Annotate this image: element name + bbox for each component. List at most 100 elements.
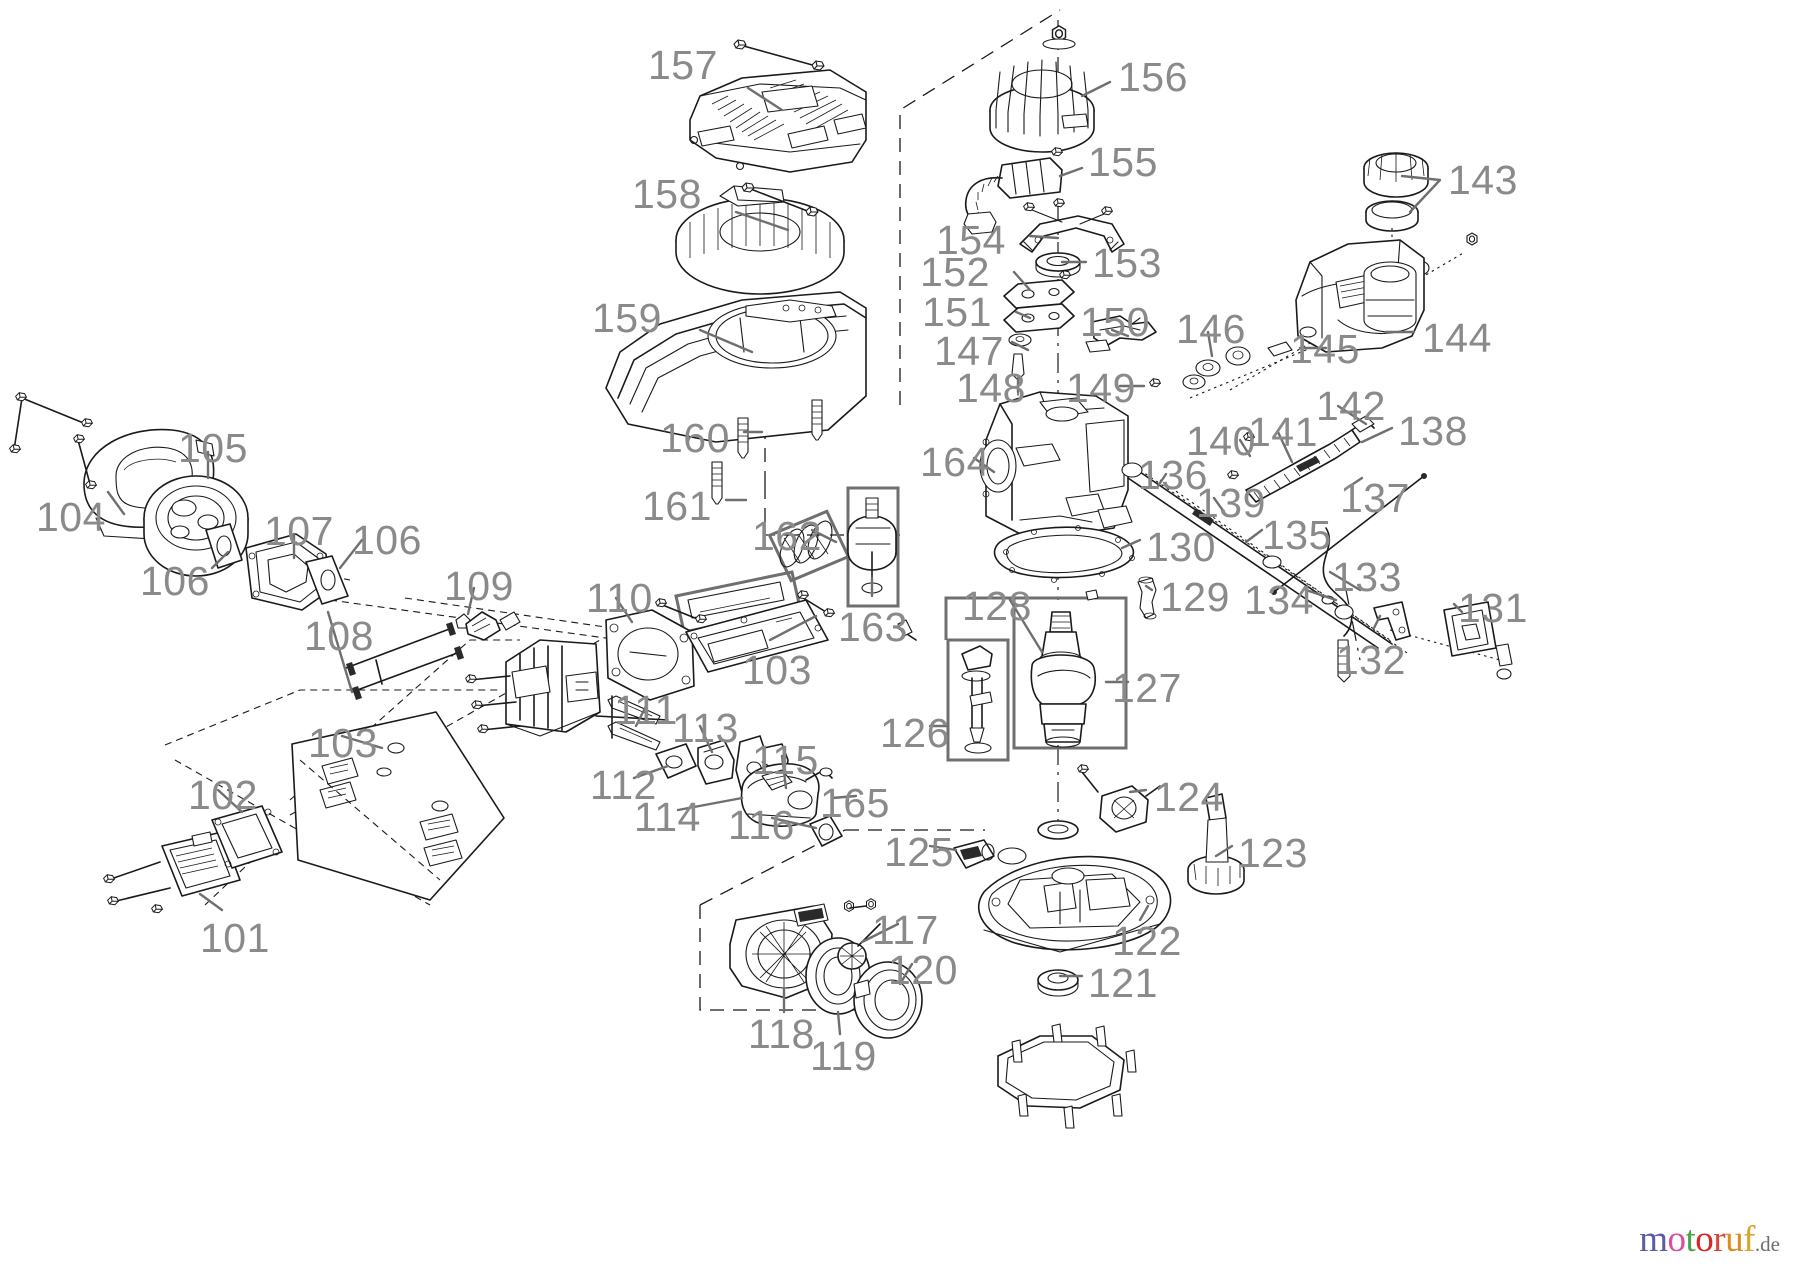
callout-152: 152 — [920, 249, 990, 295]
callout-125: 125 — [884, 829, 954, 875]
part-130-gasket — [993, 525, 1135, 583]
callout-130: 130 — [1146, 524, 1216, 570]
callout-162: 162 — [752, 513, 822, 559]
callout-115: 115 — [752, 737, 819, 783]
part-157-recoil-starter-cover — [689, 39, 867, 173]
callout-121: 121 — [1088, 960, 1158, 1006]
site-watermark: motoruf.de — [1639, 1221, 1780, 1258]
callout-139: 139 — [1196, 480, 1266, 526]
callout-119: 119 — [810, 1033, 877, 1079]
watermark-letter-r: r — [1713, 1219, 1726, 1260]
callout-104: 104 — [36, 494, 106, 540]
part-136-139-throttle-rods — [1121, 462, 1393, 683]
callout-118: 118 — [748, 1011, 815, 1057]
part-150-linkage-bracket — [1085, 315, 1157, 353]
callout-144: 144 — [1422, 315, 1492, 361]
part-154-arch-bracket — [1019, 202, 1125, 253]
callout-106-b: 106 — [140, 558, 210, 604]
callout-122: 122 — [1112, 918, 1182, 964]
part-121-washer — [1037, 969, 1079, 997]
part-155-ignition-coil — [963, 147, 1065, 235]
callout-136: 136 — [1138, 452, 1208, 498]
callout-123: 123 — [1238, 830, 1308, 876]
part-151-gasket — [1003, 303, 1075, 333]
callout-120: 120 — [888, 947, 958, 993]
part-163-piston — [846, 486, 917, 641]
part-160-161-bolts — [711, 399, 823, 505]
watermark-letter-o1: o — [1667, 1219, 1686, 1260]
callout-159: 159 — [592, 295, 662, 341]
part-113-bracket — [697, 739, 735, 785]
callout-131: 131 — [1458, 585, 1528, 631]
callout-135: 135 — [1262, 512, 1332, 558]
part-126-dipstick — [946, 638, 1010, 762]
part-103b-cover-sheet — [655, 590, 835, 673]
callout-107: 107 — [264, 508, 334, 554]
callout-141: 141 — [1248, 409, 1318, 455]
callout-111: 111 — [614, 687, 678, 733]
watermark-letter-t: t — [1685, 1219, 1696, 1260]
watermark-letter-f: f — [1743, 1219, 1755, 1260]
part-143-fuel-cap — [1363, 152, 1429, 290]
callout-133: 133 — [1332, 554, 1402, 600]
callout-164: 164 — [920, 439, 990, 485]
callout-106-a: 106 — [352, 517, 422, 563]
part-103-gasket-set — [291, 711, 505, 901]
callout-127: 127 — [1112, 665, 1182, 711]
callout-103-b: 103 — [308, 720, 378, 766]
callout-146: 146 — [1176, 306, 1246, 352]
callout-132: 132 — [1336, 637, 1406, 683]
callout-155: 155 — [1088, 139, 1158, 185]
callout-147: 147 — [934, 328, 1004, 374]
callout-142: 142 — [1316, 383, 1386, 429]
callout-161: 161 — [642, 483, 712, 529]
callout-137: 137 — [1340, 475, 1410, 521]
watermark-letter-u: u — [1725, 1219, 1744, 1260]
callout-103-a: 103 — [742, 647, 812, 693]
callout-102: 102 — [188, 772, 258, 818]
part-122-oil-sump — [978, 820, 1172, 953]
part-109-spark-plug — [455, 611, 521, 641]
callout-113: 113 — [672, 705, 739, 751]
part-140-141-142-governor — [1227, 415, 1427, 595]
part-110b-head-gasket — [605, 609, 695, 701]
callout-108: 108 — [304, 613, 374, 659]
callout-163: 163 — [838, 604, 908, 650]
part-111-valve-springs — [595, 695, 669, 751]
part-131-bracket — [1443, 601, 1513, 680]
callout-143: 143 — [1448, 157, 1518, 203]
part-144-fuel-tank — [1295, 239, 1425, 353]
callout-145: 145 — [1290, 326, 1360, 372]
part-108-studs — [345, 622, 464, 700]
callout-157: 157 — [648, 42, 718, 88]
callout-leader-lines — [106, 80, 1464, 1036]
callout-150: 150 — [1080, 299, 1150, 345]
callout-128: 128 — [962, 583, 1032, 629]
callout-156: 156 — [1118, 54, 1188, 100]
part-156-flywheel — [989, 25, 1095, 153]
callout-129: 129 — [1160, 574, 1230, 620]
part-159-blower-housing — [605, 291, 867, 443]
part-158-starter-pulley — [675, 182, 845, 295]
part-129-elbow — [1137, 576, 1157, 620]
part-147-148-fasteners — [1008, 333, 1032, 408]
part-127-crankshaft — [1012, 589, 1128, 750]
callout-134: 134 — [1244, 577, 1314, 623]
watermark-letter-m: m — [1639, 1219, 1668, 1260]
part-125-oil-plug — [953, 839, 1027, 869]
part-153-washer — [1035, 252, 1081, 278]
part-110-cylinder-head — [465, 639, 601, 737]
callout-117: 117 — [872, 907, 939, 953]
part-164-crankcase — [979, 391, 1133, 541]
callout-109: 109 — [444, 563, 514, 609]
part-106-gasket-b — [305, 555, 349, 605]
part-152-gasket — [1003, 279, 1075, 309]
callout-105: 105 — [178, 425, 248, 471]
callout-124: 124 — [1154, 774, 1224, 820]
part-101-muffler — [103, 831, 241, 914]
part-149-fasteners — [1149, 359, 1221, 390]
callout-154: 154 — [936, 217, 1006, 263]
callout-101: 101 — [200, 915, 270, 961]
